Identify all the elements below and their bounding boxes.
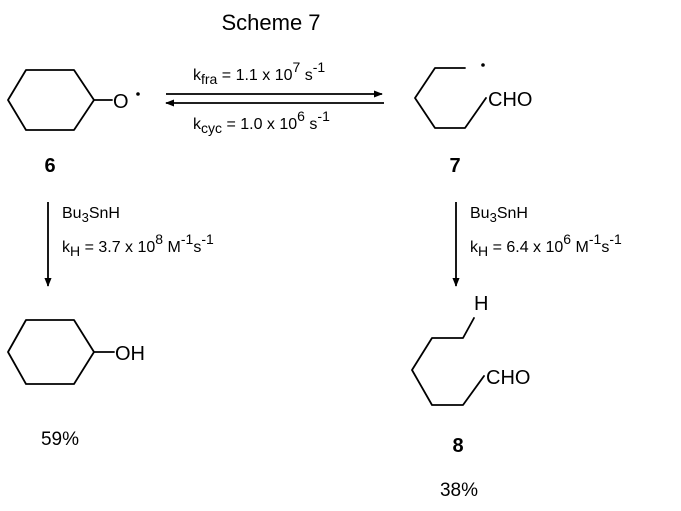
compound-7-number: 7 [449,155,460,177]
cyclohexane-ring [7,319,95,385]
compound-7-structure: CHO [414,63,532,129]
oh-label: OH [115,343,145,365]
right-reagent: Bu3SnH [470,205,528,225]
left-reagent: Bu3SnH [62,205,120,225]
left-rate-constant: kH = 3.7 x 108 M-1s-1 [62,231,214,259]
compound-8-structure: H CHO [411,293,530,406]
k-cyc-label: kcyc = 1.0 x 106 s-1 [193,108,330,136]
cyclohexane-ring [7,69,95,131]
radical-dot [136,92,140,96]
right-rate-constant: kH = 6.4 x 106 M-1s-1 [470,231,622,259]
cho-label: CHO [488,89,532,111]
carbon-chain [411,317,485,406]
scheme-title: Scheme 7 [221,10,320,35]
compound-6-number: 6 [44,155,55,177]
carbon-chain [414,67,487,129]
compound-8-number: 8 [452,435,463,457]
cho-label: CHO [486,367,530,389]
h-label: H [474,293,488,315]
cyclohexanol-structure: OH [7,319,145,385]
radical-dot [481,63,485,67]
compound-8-yield: 38% [440,480,478,501]
alcohol-yield: 59% [41,429,79,450]
k-fra-label: kfra = 1.1 x 107 s-1 [193,59,325,87]
compound-6-structure: O [7,69,140,131]
oxygen-label: O [113,91,129,113]
